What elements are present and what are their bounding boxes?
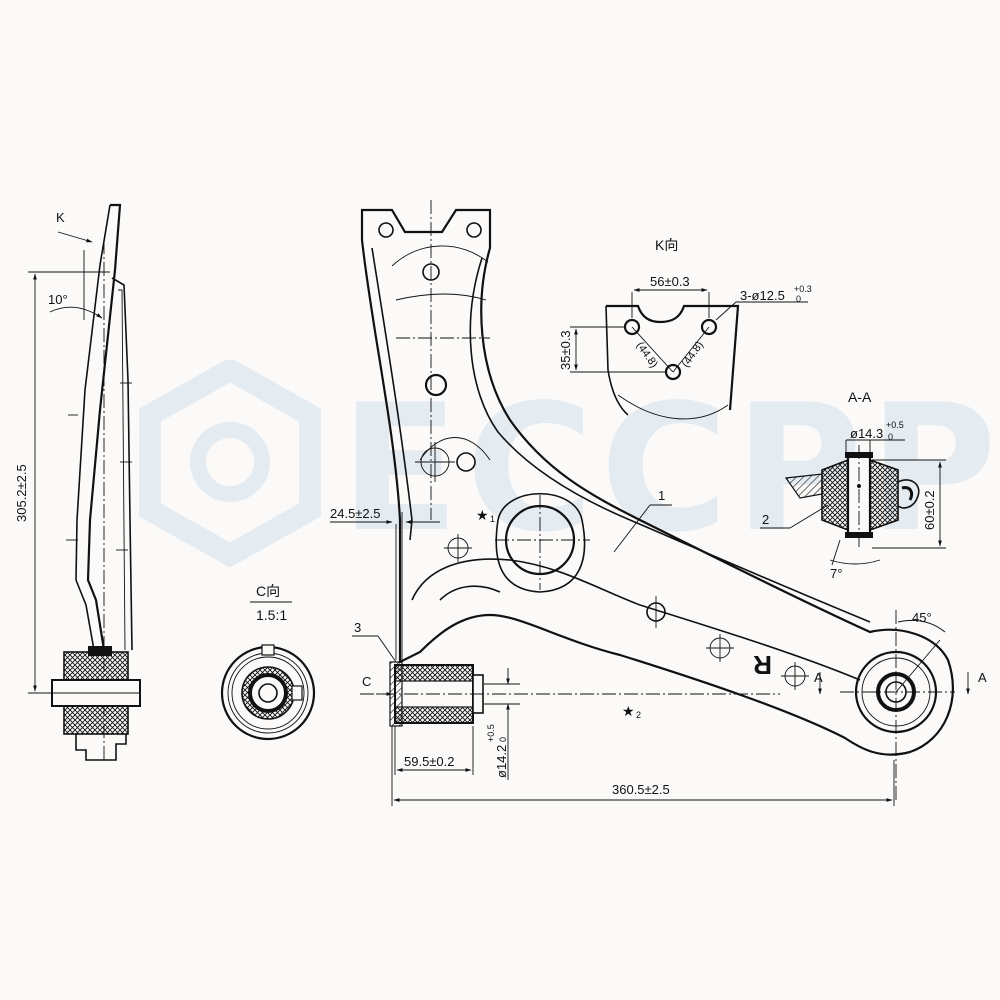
k-diag-1: (44.8): [634, 340, 660, 370]
main-view: ★ 1 ★ 2 R 45° A A C 3: [330, 200, 987, 806]
section-bore-tol-lower: 0: [888, 432, 893, 442]
star-2: ★: [622, 703, 635, 719]
section-height-dim: 60±0.2: [922, 490, 937, 530]
section-aa: A-A ø14.3 +0.5 0 2 60±0.2 7°: [760, 389, 946, 581]
side-profile-front: [86, 203, 122, 651]
k-arrow: [57, 231, 93, 243]
side-bushing-lower: [63, 705, 129, 735]
arm-outline: [360, 208, 954, 756]
star-1-sub: 1: [490, 514, 495, 524]
section-title: A-A: [848, 389, 872, 405]
side-height-dim: 305.2±2.5: [14, 464, 29, 522]
side-view: K 10° 305.2±2.5: [14, 203, 141, 761]
angle-45-label: 45°: [912, 610, 932, 625]
section-bore-dim: ø14.3: [850, 426, 883, 441]
side-angle-label: 10°: [48, 292, 68, 307]
star-2-sub: 2: [636, 710, 641, 720]
section-mark-right: A: [978, 670, 987, 685]
side-mark: R: [753, 650, 772, 680]
side-bushing-cap: [88, 646, 112, 656]
c-view-scale: 1.5:1: [256, 607, 287, 623]
bushing-bore-dim: ø14.2: [494, 745, 509, 778]
bushing-length-dim: 59.5±0.2: [404, 754, 455, 769]
k-hole-tol-upper: +0.3: [794, 284, 812, 294]
k-view-title: K向: [655, 237, 678, 253]
bushing-tol-upper: +0.5: [486, 724, 496, 742]
k-hole-dim: 3-ø12.5: [740, 288, 785, 303]
overall-length-dim: 360.5±2.5: [612, 782, 670, 797]
section-angle: 7°: [830, 566, 842, 581]
offset-dim: 24.5±2.5: [330, 506, 381, 521]
k-height-dim: 35±0.3: [558, 330, 573, 370]
c-view-title: C向: [256, 583, 280, 599]
side-flange: [111, 277, 133, 651]
k-view: K向 (44.8) (44.8) 56±0.3 3-ø12.5 +0.3 0 3…: [558, 237, 812, 420]
c-marker: C: [362, 674, 371, 689]
side-profile-back: [75, 204, 111, 651]
star-1: ★: [476, 507, 489, 523]
part-1-label: 1: [658, 488, 665, 503]
c-view: C向 1.5:1: [220, 583, 316, 741]
part-3-label: 3: [354, 620, 361, 635]
k-width-dim: 56±0.3: [650, 274, 690, 289]
section-mark-left: A: [814, 670, 823, 685]
k-arrow-label: K: [56, 210, 65, 225]
k-diag-2: (44.8): [680, 339, 706, 369]
section-part-label: 2: [762, 512, 769, 527]
bushing-tol-lower: 0: [498, 737, 508, 742]
k-hole-tol-lower: 0: [796, 294, 801, 304]
section-bore-tol-upper: +0.5: [886, 420, 904, 430]
side-bushing-upper: [63, 651, 129, 681]
